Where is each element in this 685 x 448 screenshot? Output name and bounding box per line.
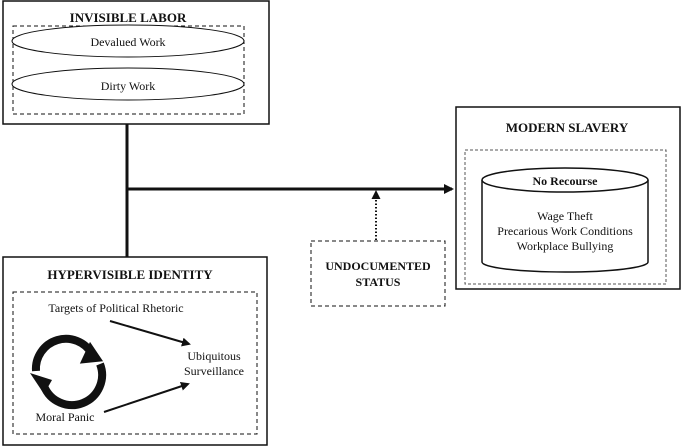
- modern-slavery-title: MODERN SLAVERY: [506, 120, 629, 135]
- hypervisible-identity-title: HYPERVISIBLE IDENTITY: [47, 267, 213, 282]
- no-recourse-cylinder: [481, 180, 649, 273]
- dirty-work-ellipse: [11, 67, 245, 101]
- modern-slavery-box: MODERN SLAVERY No Recourse Wage Theft Pr…: [455, 106, 681, 290]
- hypervisible-identity-box: HYPERVISIBLE IDENTITY Targets of Politic…: [2, 256, 268, 446]
- cycle-arrows-icon: [30, 334, 106, 410]
- political-rhetoric-label: Targets of Political Rhetoric: [48, 301, 183, 315]
- modern-slavery-inner: [464, 149, 667, 285]
- dirty-work-label: Dirty Work: [101, 79, 155, 93]
- invisible-labor-box: INVISIBLE LABOR Devalued Work Dirty Work: [2, 0, 270, 125]
- hypervisible-identity-inner: [12, 291, 258, 435]
- workplace-bullying-label: Workplace Bullying: [517, 239, 614, 253]
- undocumented-label: UNDOCUMENTED: [325, 259, 431, 273]
- ubiquitous-label: Ubiquitous: [187, 349, 241, 363]
- invisible-labor-title: INVISIBLE LABOR: [70, 10, 187, 25]
- wage-theft-label: Wage Theft: [537, 209, 593, 223]
- cylinder-top: [481, 167, 649, 193]
- devalued-work-ellipse: [11, 24, 245, 58]
- undocumented-status-box: UNDOCUMENTED STATUS: [310, 240, 446, 307]
- arrow-panic-to-surveillance: [103, 381, 190, 413]
- devalued-work-label: Devalued Work: [90, 35, 165, 49]
- no-recourse-label: No Recourse: [533, 174, 599, 188]
- surveillance-label: Surveillance: [184, 364, 244, 378]
- moral-panic-label: Moral Panic: [36, 410, 95, 424]
- status-label: STATUS: [356, 275, 401, 289]
- arrow-rhetoric-to-surveillance: [109, 320, 191, 347]
- precarious-work-label: Precarious Work Conditions: [497, 224, 633, 238]
